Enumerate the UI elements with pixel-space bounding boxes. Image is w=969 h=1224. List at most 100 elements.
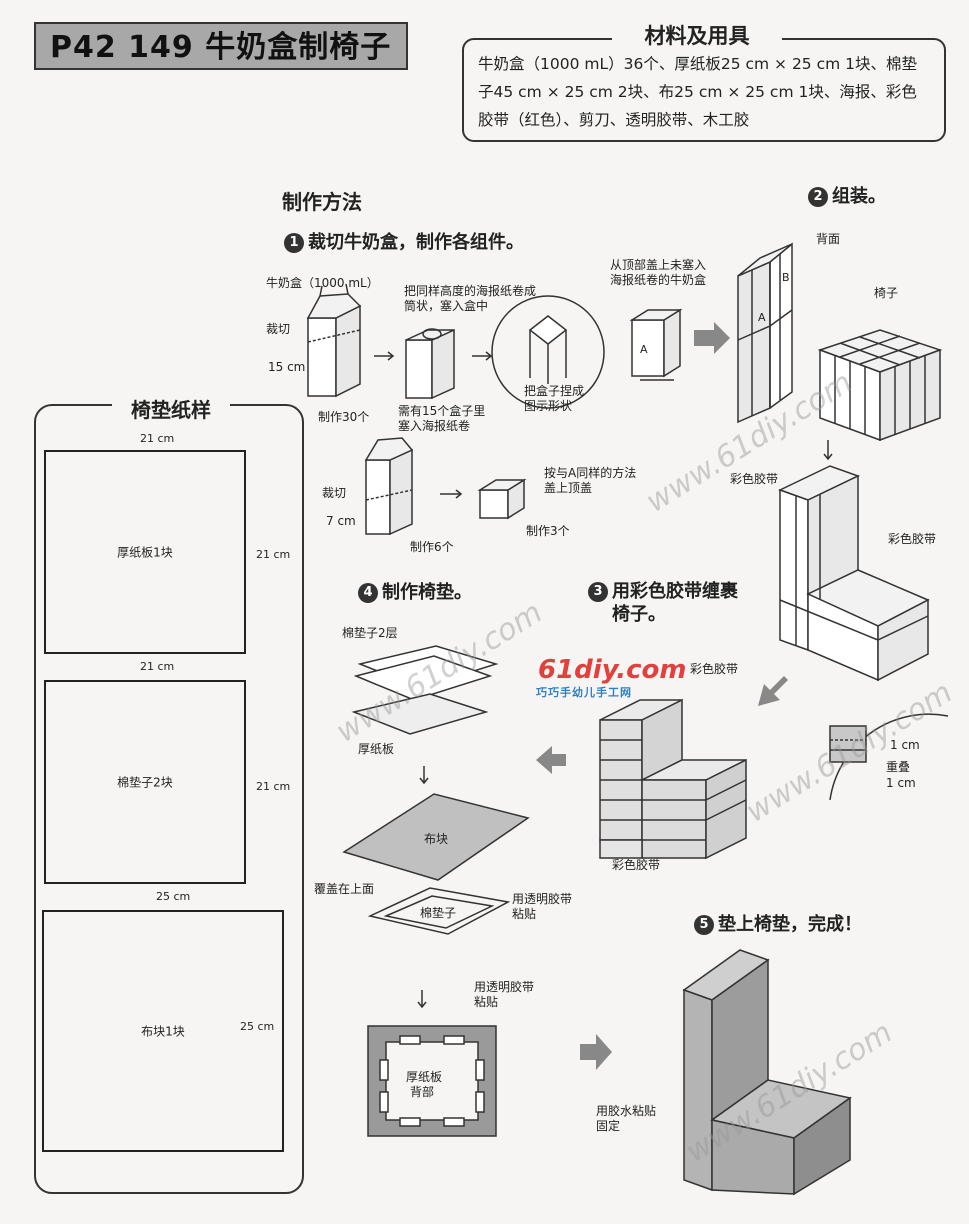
label-cut-1: 裁切	[266, 322, 291, 336]
template-2-width: 21 cm	[140, 660, 175, 673]
label-clear-tape-1: 用透明胶带	[512, 892, 573, 906]
materials-title: 材料及用具	[612, 20, 782, 50]
label-glue-1: 用胶水粘贴	[596, 1104, 657, 1118]
step-2-text: 组装。	[832, 186, 886, 207]
template-board: 厚纸板1块	[44, 450, 246, 654]
step-5-number: 5	[694, 915, 714, 935]
label-color-tape-1: 彩色胶带	[730, 472, 779, 486]
site-logo-subtitle: 巧巧手幼儿手工网	[536, 686, 632, 699]
label-back: 背面	[816, 232, 841, 246]
label-box-a: A	[640, 343, 648, 356]
board-back-drawing	[367, 1025, 497, 1137]
template-3-height: 25 cm	[240, 1020, 275, 1033]
materials-line-3: 胶带（红色）、剪刀、透明胶带、木工胶	[478, 111, 750, 129]
label-make-6: 制作6个	[410, 540, 454, 554]
label-clear-tape-2: 粘贴	[512, 907, 537, 921]
label-7cm: 7 cm	[326, 514, 356, 528]
box-a-drawing	[629, 308, 683, 381]
materials-line-1: 牛奶盒（1000 mL）36个、厚纸板25 cm × 25 cm 1块、棉垫	[478, 55, 918, 73]
label-pad-2-layers: 棉垫子2层	[342, 626, 398, 640]
page-title: P42 149 牛奶盒制椅子	[34, 22, 408, 70]
template-3-width: 25 cm	[156, 890, 191, 903]
label-board: 厚纸板	[358, 742, 395, 756]
label-cover-top: 覆盖在上面	[314, 882, 375, 896]
step-4-number: 4	[358, 583, 378, 603]
step-1-text: 裁切牛奶盒，制作各组件。	[308, 232, 524, 253]
label-cover-1: 从顶部盖上未塞入	[610, 258, 707, 272]
label-glue-2: 固定	[596, 1119, 621, 1133]
label-carton: 牛奶盒（1000 mL）	[266, 276, 379, 290]
gray-arrow-right-1	[694, 322, 730, 354]
label-1cm: 1 cm	[890, 738, 920, 752]
label-clear-tape-4: 粘贴	[474, 995, 499, 1009]
label-board-back-1: 厚纸板	[406, 1070, 443, 1084]
site-logo: 61diy.com	[538, 655, 687, 685]
method-title: 制作方法	[282, 190, 362, 214]
seat-block-drawing	[817, 329, 943, 442]
step-5-text: 垫上椅垫，完成！	[718, 914, 862, 935]
label-clear-tape-3: 用透明胶带	[474, 980, 535, 994]
label-stack-b: B	[782, 271, 790, 284]
gray-arrow-down-left	[758, 676, 788, 706]
step-2-number: 2	[808, 187, 828, 207]
label-15cm: 15 cm	[268, 360, 306, 374]
template-cloth: 布块1块	[42, 910, 284, 1152]
label-color-tape-4: 彩色胶带	[612, 858, 661, 872]
label-pinch-1: 把盒子捏成	[524, 384, 585, 398]
label-1cm-b: 1 cm	[886, 776, 916, 790]
template-pad: 棉垫子2块	[44, 680, 246, 884]
label-board-back-2: 背部	[410, 1085, 435, 1099]
label-poster-1: 把同样高度的海报纸卷成	[404, 284, 537, 298]
label-box-b: B	[488, 501, 496, 514]
template-1-width: 21 cm	[140, 432, 175, 445]
pad-frame-drawing	[367, 887, 511, 935]
label-need-2: 塞入海报纸卷	[398, 419, 471, 433]
carton-with-poster-roll-drawing	[405, 328, 455, 400]
gray-arrow-left	[536, 746, 566, 774]
label-seat: 椅子	[874, 286, 899, 300]
label-color-tape-2: 彩色胶带	[888, 532, 937, 546]
step-3-number: 3	[588, 582, 608, 602]
materials-line-2: 子45 cm × 25 cm 2块、布25 cm × 25 cm 1块、海报、彩…	[478, 83, 917, 101]
label-cloth: 布块	[424, 832, 449, 846]
pinch-detail-circle	[491, 295, 605, 409]
label-pad: 棉垫子	[420, 906, 457, 920]
finished-chair-drawing	[682, 949, 852, 1196]
taped-chair-drawing	[599, 698, 747, 860]
template-1-height: 21 cm	[256, 548, 291, 561]
step-3-text-1: 用彩色胶带缠裹	[612, 581, 738, 602]
tape-overlap-detail	[829, 713, 949, 801]
assembled-chair-drawing	[778, 465, 930, 682]
step-4-text: 制作椅垫。	[382, 582, 472, 603]
label-same-a-2: 盖上顶盖	[544, 481, 593, 495]
milk-carton-drawing	[306, 283, 362, 398]
label-make-30: 制作30个	[318, 410, 370, 424]
label-cover-2: 海报纸卷的牛奶盒	[610, 273, 707, 287]
label-cut-2: 裁切	[322, 486, 347, 500]
label-make-3: 制作3个	[526, 524, 570, 538]
step-1-number: 1	[284, 233, 304, 253]
materials-box: 牛奶盒（1000 mL）36个、厚纸板25 cm × 25 cm 1块、棉垫 子…	[462, 38, 946, 142]
backrest-stack-drawing	[737, 242, 793, 424]
step-3-text-2: 椅子。	[612, 604, 666, 625]
label-color-tape-3: 彩色胶带	[690, 662, 739, 676]
template-pad-label: 棉垫子2块	[117, 775, 173, 790]
label-overlap: 重叠	[886, 760, 911, 774]
cushion-templates-title: 椅垫纸样	[112, 394, 230, 423]
label-need-1: 需有15个盒子里	[398, 404, 486, 418]
template-board-label: 厚纸板1块	[117, 545, 173, 560]
template-cloth-label: 布块1块	[141, 1024, 185, 1039]
cushion-pads-drawing	[351, 645, 499, 735]
gray-arrow-right-2	[580, 1034, 612, 1070]
label-poster-2: 筒状，塞入盒中	[404, 299, 489, 313]
label-pinch-2: 图示形状	[524, 399, 573, 413]
template-2-height: 21 cm	[256, 780, 291, 793]
label-stack-a: A	[758, 311, 766, 324]
cloth-drawing	[342, 793, 530, 881]
